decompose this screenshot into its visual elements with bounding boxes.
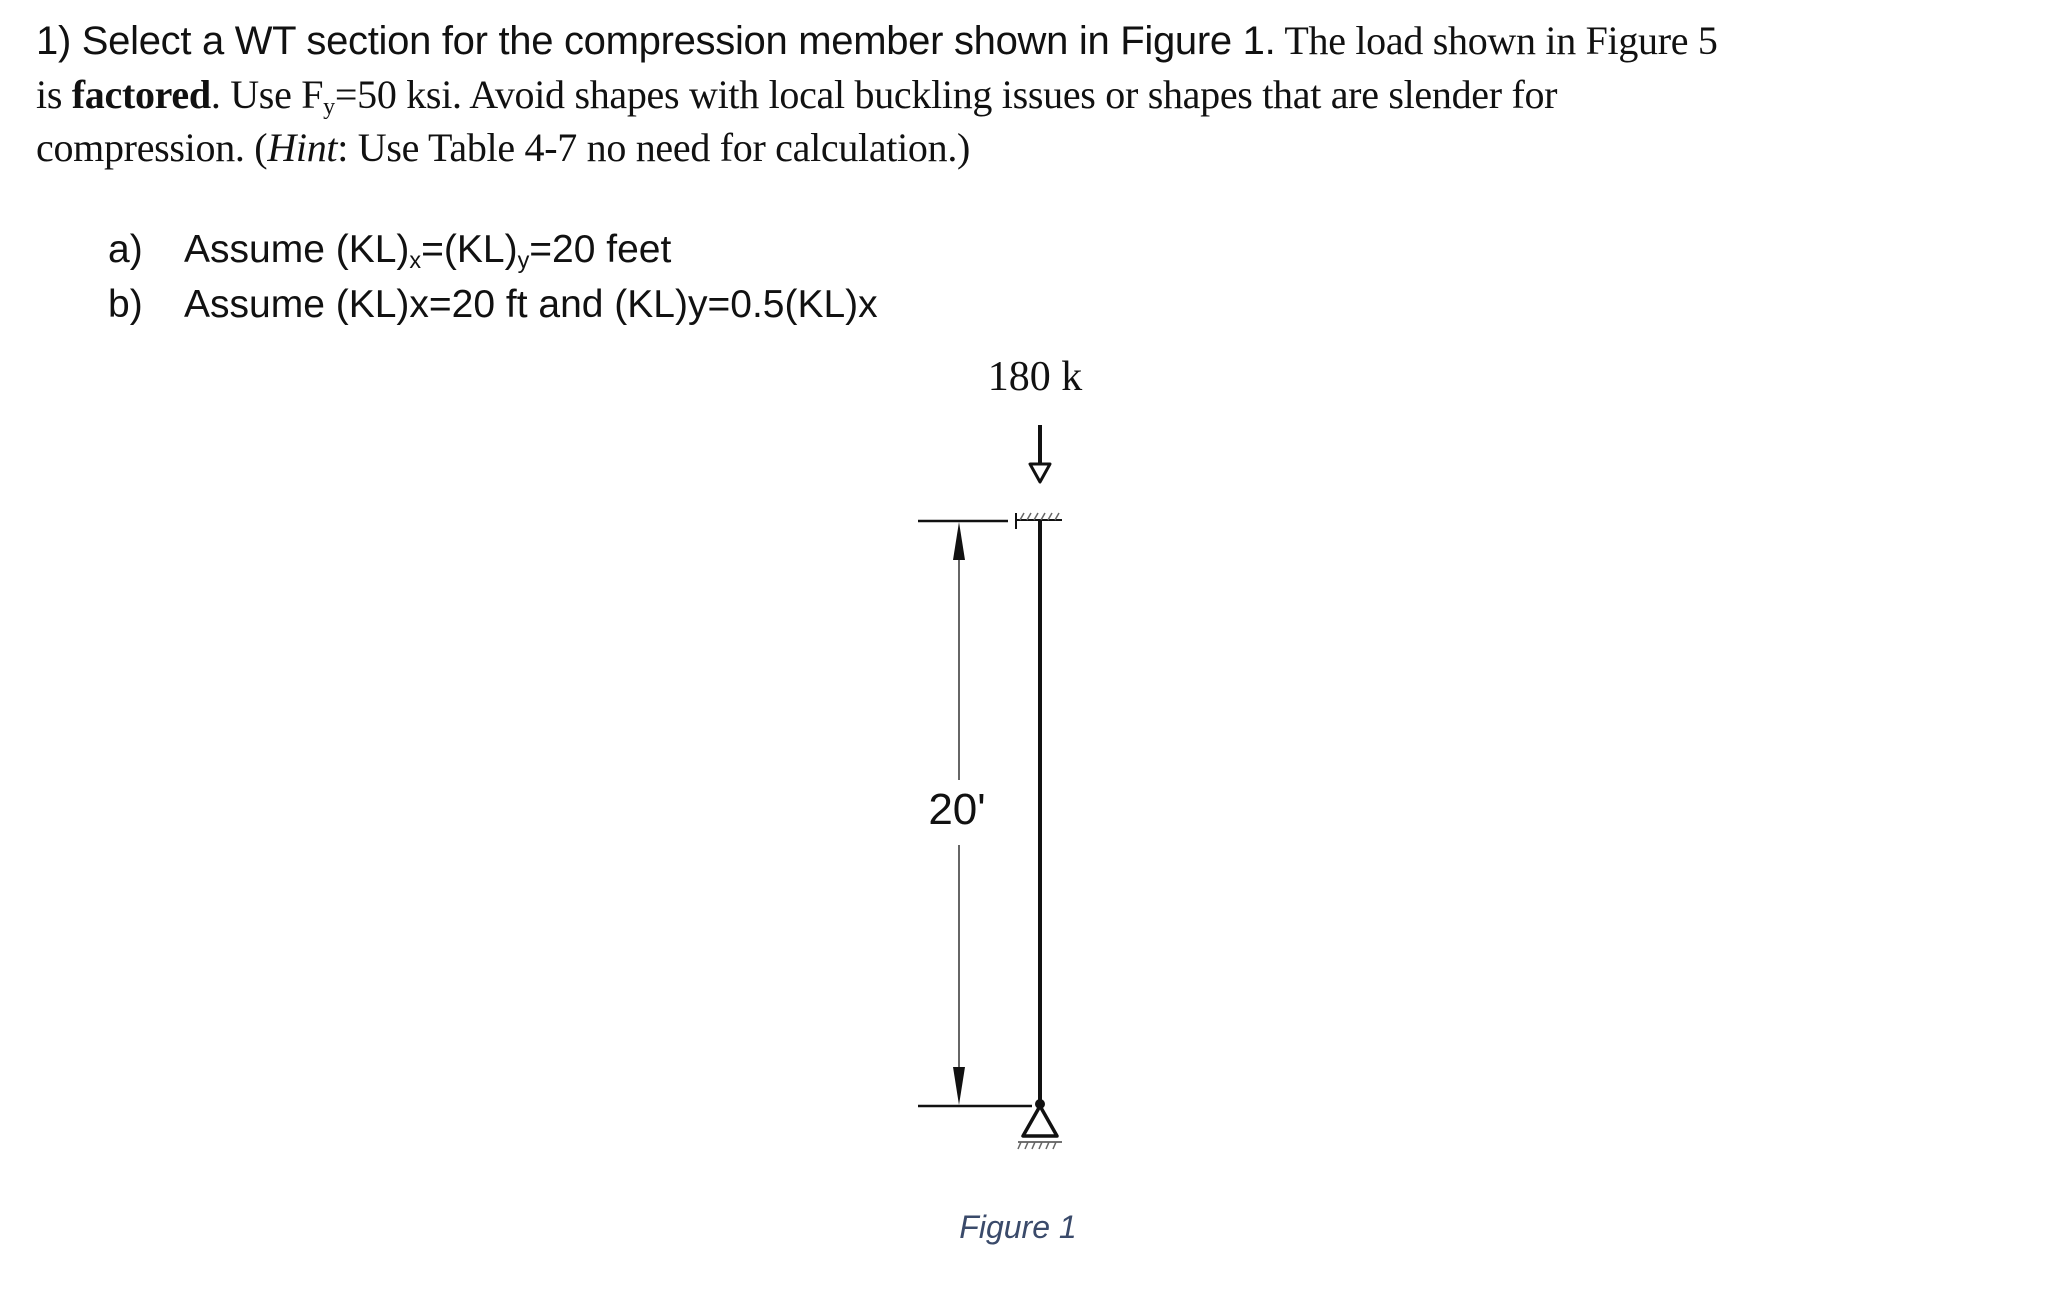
problem-line-1: 1) Select a WT section for the compressi… <box>36 14 2016 68</box>
problem-text: . Use F <box>210 72 324 117</box>
subscript-y: y <box>517 247 530 273</box>
part-text: Assume (KL)x=20 ft and (KL)y=0.5(KL)x <box>184 283 878 326</box>
dimension-arrow-down-icon <box>953 1067 965 1105</box>
part-b: b) Assume (KL)x=20 ft and (KL)y=0.5(KL)x <box>108 277 878 332</box>
problem-text: =50 ksi. Avoid shapes with local bucklin… <box>334 72 1558 117</box>
problem-text: compression. ( <box>36 125 268 170</box>
part-a: a) Assume (KL)x=(KL)y=20 feet <box>108 222 878 277</box>
part-marker: a) <box>108 228 143 271</box>
part-text: =(KL) <box>421 228 518 271</box>
problem-text: is <box>36 72 72 117</box>
part-text: Assume (KL) <box>184 228 410 271</box>
problem-text: 1) Select a WT section for the compressi… <box>36 19 1276 63</box>
parts-list: a) Assume (KL)x=(KL)y=20 feet b) Assume (K… <box>108 222 878 332</box>
subscript-y: y <box>323 94 335 120</box>
load-arrow-icon <box>1028 425 1052 484</box>
hint-label: Hint <box>267 125 338 170</box>
figure-caption: Figure 1 <box>959 1209 1076 1245</box>
subscript-x: x <box>409 247 422 273</box>
pin-support-icon <box>1017 1099 1062 1150</box>
length-label: 20' <box>928 785 985 834</box>
part-marker: b) <box>108 283 143 326</box>
problem-line-2: is factored. Use Fy=50 ksi. Avoid shapes… <box>36 68 2016 121</box>
problem-statement: 1) Select a WT section for the compressi… <box>36 14 2016 174</box>
dimension-arrow-up-icon <box>953 522 965 560</box>
problem-line-3: compression. (Hint: Use Table 4-7 no nee… <box>36 121 2016 174</box>
problem-text: The load shown in Figure 5 <box>1275 18 1718 63</box>
emphasis-factored: factored <box>71 72 211 117</box>
load-label: 180 k <box>988 354 1083 400</box>
problem-text: : Use Table 4-7 no need for calculation.… <box>337 125 971 170</box>
part-text: =20 feet <box>529 228 672 271</box>
length-dimension <box>918 519 1032 1108</box>
